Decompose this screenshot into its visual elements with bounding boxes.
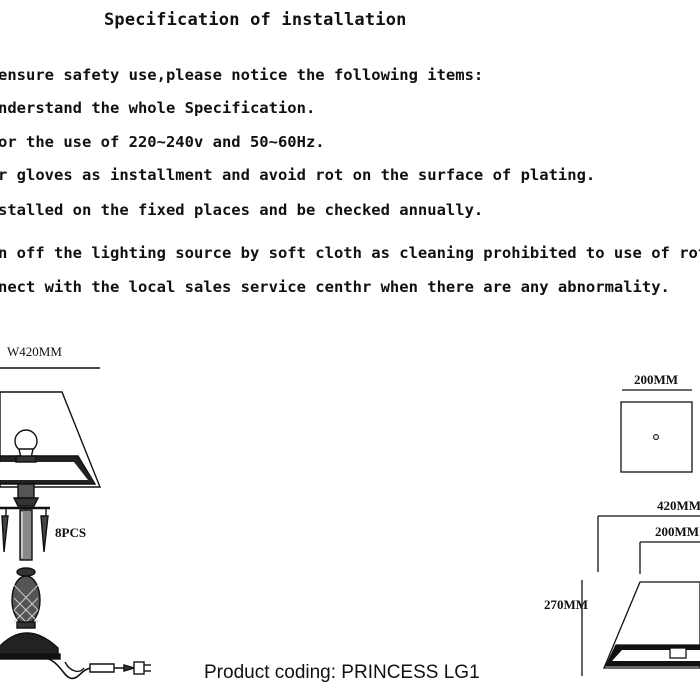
crystal-drop xyxy=(1,515,9,553)
crystals-count-label: 8PCS xyxy=(55,525,87,540)
top-view-box xyxy=(620,389,693,473)
height-label: 270MM xyxy=(544,597,589,612)
lamp-shade xyxy=(0,391,102,488)
top-view-size-label: 200MM xyxy=(634,372,679,387)
shade-bottom-width-label: 420MM xyxy=(657,498,700,513)
instruction-line-7: nect with the local sales service centhr… xyxy=(0,278,670,296)
top-view-square xyxy=(620,401,693,473)
front-view-lamp xyxy=(0,367,151,680)
instruction-line-2: nderstand the whole Specification. xyxy=(0,99,316,117)
power-cord xyxy=(39,655,124,680)
product-coding: Product coding: PRINCESS LG1 xyxy=(204,662,480,683)
instruction-line-4: r gloves as installment and avoid rot on… xyxy=(0,166,596,184)
page-title: Specification of installation xyxy=(104,10,407,30)
instruction-line-1: ensure safety use,please notice the foll… xyxy=(0,66,484,84)
instruction-line-6: n off the lighting source by soft cloth … xyxy=(0,244,700,262)
top-view-center-point xyxy=(653,434,659,440)
side-view-shade-outline xyxy=(603,581,700,669)
instruction-line-3: or the use of 220~240v and 50~60Hz. xyxy=(0,133,325,151)
crystal-drop xyxy=(40,515,49,553)
shade-top-width-label: 200MM xyxy=(655,524,700,539)
shade-socket-holder xyxy=(669,647,687,659)
cord-switch xyxy=(89,663,115,673)
lamp-base xyxy=(0,632,59,656)
plug xyxy=(133,661,145,675)
width-label: W420MM xyxy=(7,344,62,359)
instruction-line-5: stalled on the fixed places and be check… xyxy=(0,201,484,219)
side-view-shade xyxy=(581,515,700,676)
